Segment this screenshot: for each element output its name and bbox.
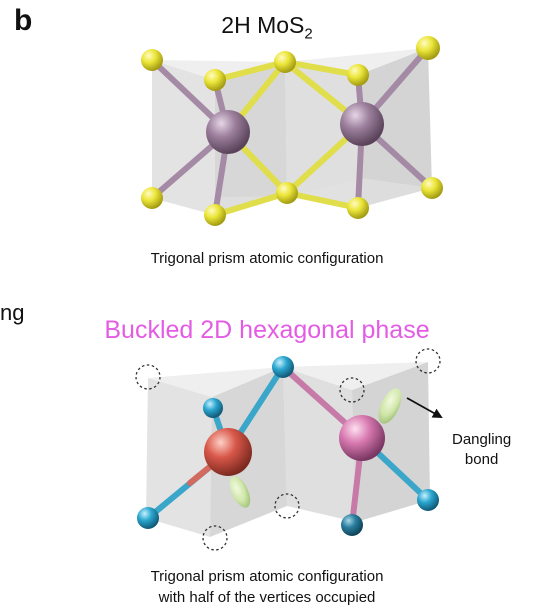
top-caption: Trigonal prism atomic configuration	[150, 250, 384, 267]
top-title-subscript: 2	[304, 25, 313, 43]
cyan-atom	[203, 398, 223, 418]
vacancy-marker	[274, 493, 300, 519]
bottom-caption-line1: Trigonal prism atomic configuration	[150, 568, 384, 585]
sulfur-atom	[347, 197, 369, 219]
sulfur-atom	[204, 69, 226, 91]
dangling-orbital	[378, 388, 402, 424]
sulfur-atom	[347, 64, 369, 86]
sulfur-atom	[141, 187, 163, 209]
bond	[282, 59, 361, 78]
pink-atom	[339, 415, 385, 461]
partial-left-label: ng	[0, 300, 25, 325]
cyan-atom	[417, 489, 439, 511]
top-prism-face	[285, 62, 358, 208]
vacancy-marker	[339, 377, 365, 403]
bottom-caption: Trigonal prism atomic configuration with…	[0, 566, 534, 608]
sulfur-atom	[274, 51, 296, 73]
bottom-prism-face	[146, 378, 212, 537]
sulfur-atom	[141, 49, 163, 71]
dangling-bond-label: Dangling bond	[452, 430, 511, 470]
sulfur-atom	[276, 182, 298, 204]
top-title-main: 2H MoS	[221, 12, 305, 38]
vacancy-marker	[135, 364, 161, 390]
bottom-atoms	[137, 356, 439, 536]
red-atom	[204, 428, 252, 476]
dangling-label-line1: Dangling	[452, 431, 512, 448]
cyan-atom	[137, 507, 159, 529]
molybdenum-atom	[340, 102, 384, 146]
vacancy-marker	[415, 348, 441, 374]
sulfur-atom	[204, 204, 226, 226]
sulfur-atom	[416, 36, 440, 60]
bond	[284, 190, 361, 211]
top-structure-title: 2H MoS2	[0, 12, 534, 43]
bottom-prism-face	[148, 367, 283, 397]
vacancy-marker	[202, 525, 228, 551]
bond	[212, 59, 288, 83]
bottom-caption-line2: with half of the vertices occupied	[158, 589, 376, 606]
bottom-prism-face	[283, 362, 428, 390]
bond	[212, 190, 290, 218]
top-prism-face	[152, 60, 215, 215]
bottom-prism-face	[283, 367, 356, 522]
vacant-sites	[135, 348, 441, 551]
dangling-bond-arrow	[406, 397, 443, 418]
cyan-atom	[272, 356, 294, 378]
bottom-prism-group	[146, 362, 430, 537]
molybdenum-atom	[206, 110, 250, 154]
top-atoms	[141, 36, 443, 226]
cyan-atom	[341, 514, 363, 536]
sulfur-atom	[421, 177, 443, 199]
panel-label: b	[14, 4, 33, 37]
bottom-structure-title: Buckled 2D hexagonal phase	[104, 316, 430, 344]
dangling-label-line2: bond	[464, 451, 499, 468]
dangling-orbital	[229, 476, 251, 508]
